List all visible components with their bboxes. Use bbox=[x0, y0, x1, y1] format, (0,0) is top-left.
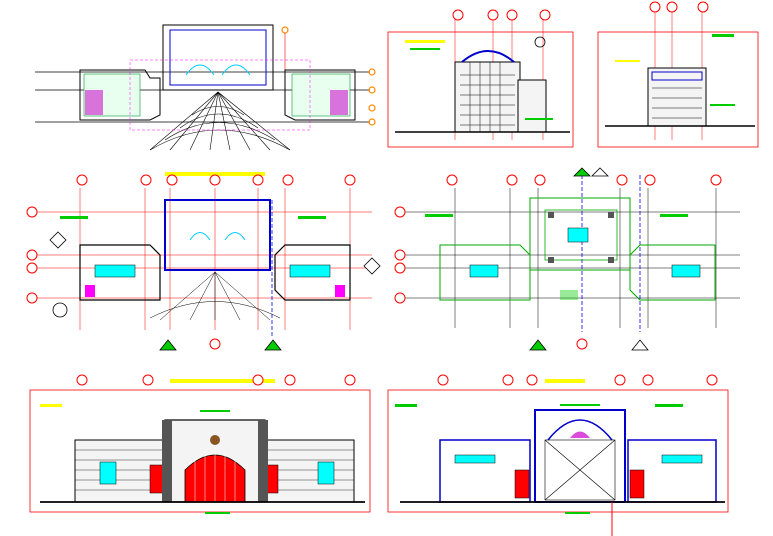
grid-bubble-icon bbox=[506, 9, 518, 21]
section-marker-icon bbox=[631, 339, 649, 351]
emblem-icon bbox=[210, 435, 220, 445]
section-marker-icon bbox=[363, 257, 381, 275]
section-marker-icon bbox=[529, 339, 547, 351]
grid-bubble-icon bbox=[26, 262, 38, 274]
grid-bubble-icon bbox=[166, 174, 178, 186]
grid-bubble-icon bbox=[644, 174, 656, 186]
rear-elevation bbox=[387, 374, 729, 536]
grid-bubble-icon bbox=[26, 206, 38, 218]
section-marker-icon bbox=[159, 339, 177, 351]
section-marker-icon bbox=[264, 339, 282, 351]
grid-bubble-icon bbox=[697, 1, 709, 13]
grid-bubble-icon bbox=[706, 374, 718, 386]
grid-bubble-icon bbox=[284, 374, 296, 386]
grid-bubble-icon bbox=[642, 374, 654, 386]
grid-bubble-icon bbox=[142, 374, 154, 386]
section-marker-icon bbox=[534, 36, 546, 48]
grid-bubble-icon bbox=[76, 374, 88, 386]
grid-bubble-icon bbox=[487, 9, 499, 21]
grid-bubble-icon bbox=[394, 249, 406, 261]
grid-bubble-icon bbox=[76, 174, 88, 186]
ground-floor-plan bbox=[26, 172, 381, 351]
front-elevation bbox=[29, 374, 371, 514]
grid-bubble-icon bbox=[394, 206, 406, 218]
grid-bubble-icon bbox=[526, 374, 538, 386]
grid-bubble-icon bbox=[209, 174, 221, 186]
grid-bubble-icon bbox=[710, 174, 722, 186]
grid-bubble-icon bbox=[452, 9, 464, 21]
grid-bubble-icon bbox=[437, 374, 449, 386]
front-elevation-small bbox=[387, 9, 574, 148]
grid-bubble-icon bbox=[344, 374, 356, 386]
grid-bubble-icon bbox=[576, 338, 588, 350]
grid-bubble-icon bbox=[506, 174, 518, 186]
grid-bubble-icon bbox=[26, 292, 38, 304]
grid-bubble-icon bbox=[649, 1, 661, 13]
north-arrow-icon bbox=[52, 302, 68, 318]
marker-icon bbox=[368, 86, 376, 94]
grid-bubble-icon bbox=[140, 174, 152, 186]
grid-bubble-icon bbox=[252, 174, 264, 186]
grid-bubble-icon bbox=[252, 374, 264, 386]
marker-icon bbox=[368, 68, 376, 76]
grid-bubble-icon bbox=[26, 249, 38, 261]
roof-plan bbox=[394, 167, 740, 351]
grid-bubble-icon bbox=[282, 174, 294, 186]
grid-bubble-icon bbox=[344, 174, 356, 186]
grid-bubble-icon bbox=[539, 9, 551, 21]
grid-bubble-icon bbox=[616, 174, 628, 186]
grid-bubble-icon bbox=[446, 174, 458, 186]
section-marker-icon bbox=[573, 167, 591, 177]
site-plan bbox=[35, 24, 376, 151]
marker-icon bbox=[368, 118, 376, 126]
grid-bubble-icon bbox=[614, 374, 626, 386]
section-marker-icon bbox=[49, 231, 67, 249]
side-elevation-small bbox=[597, 1, 759, 148]
grid-bubble-icon bbox=[666, 1, 678, 13]
marker-icon bbox=[368, 104, 376, 112]
grid-bubble-icon bbox=[209, 338, 221, 350]
grid-bubble-icon bbox=[534, 174, 546, 186]
grid-bubble-icon bbox=[394, 292, 406, 304]
grid-bubble-icon bbox=[394, 262, 406, 274]
section-marker-icon bbox=[591, 167, 609, 177]
marker-icon bbox=[281, 26, 289, 34]
grid-bubble-icon bbox=[502, 374, 514, 386]
